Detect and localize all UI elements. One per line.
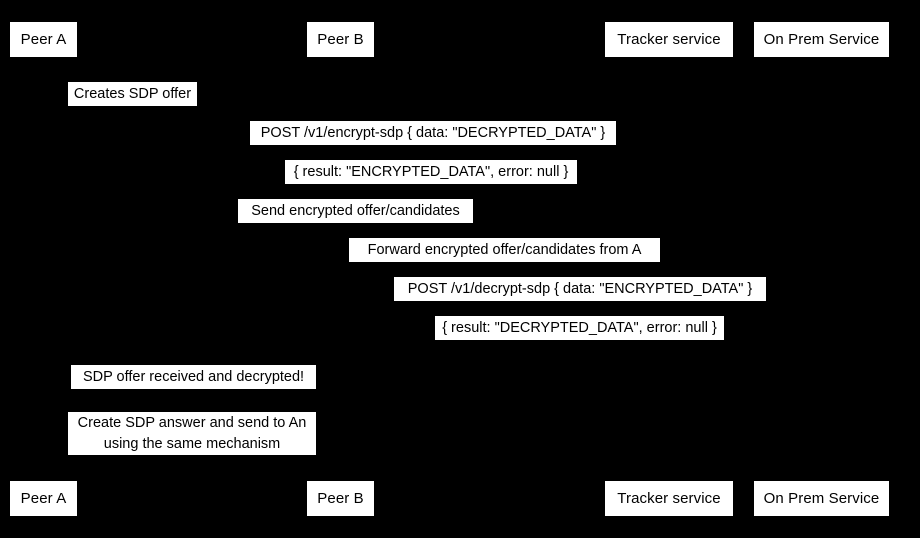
message-label-post-encrypt-sdp[interactable]: POST /v1/encrypt-sdp { data: "DECRYPTED_… <box>250 121 616 145</box>
participant-top-tracker-service[interactable]: Tracker service <box>605 22 733 57</box>
lifeline-peer-b <box>340 57 341 481</box>
message-label-post-decrypt-sdp[interactable]: POST /v1/decrypt-sdp { data: "ENCRYPTED_… <box>394 277 766 301</box>
message-label-create-sdp-answer-line-1: Create SDP answer and send to An <box>77 414 307 431</box>
participant-bottom-on-prem-service[interactable]: On Prem Service <box>754 481 889 516</box>
participant-bottom-peer-b[interactable]: Peer B <box>307 481 374 516</box>
message-label-create-sdp-answer-line-2: using the same mechanism <box>103 435 281 452</box>
message-label-forward-encrypted-offer[interactable]: Forward encrypted offer/candidates from … <box>349 238 660 262</box>
participant-top-on-prem-service[interactable]: On Prem Service <box>754 22 889 57</box>
participant-top-peer-a[interactable]: Peer A <box>10 22 77 57</box>
message-label-result-encrypted-data[interactable]: { result: "ENCRYPTED_DATA", error: null … <box>285 160 577 184</box>
participant-top-peer-b[interactable]: Peer B <box>307 22 374 57</box>
lifeline-peer-a <box>43 57 44 481</box>
participant-bottom-peer-a[interactable]: Peer A <box>10 481 77 516</box>
message-label-create-sdp-answer[interactable]: Create SDP answer and send to An using th… <box>68 412 316 455</box>
lifeline-tracker-service <box>669 57 670 481</box>
message-label-sdp-offer-received[interactable]: SDP offer received and decrypted! <box>71 365 316 389</box>
participant-bottom-tracker-service[interactable]: Tracker service <box>605 481 733 516</box>
message-label-send-encrypted-offer[interactable]: Send encrypted offer/candidates <box>238 199 473 223</box>
message-label-result-decrypted-data[interactable]: { result: "DECRYPTED_DATA", error: null … <box>435 316 724 340</box>
lifeline-on-prem-service <box>821 57 822 481</box>
message-label-creates-sdp-offer[interactable]: Creates SDP offer <box>68 82 197 106</box>
